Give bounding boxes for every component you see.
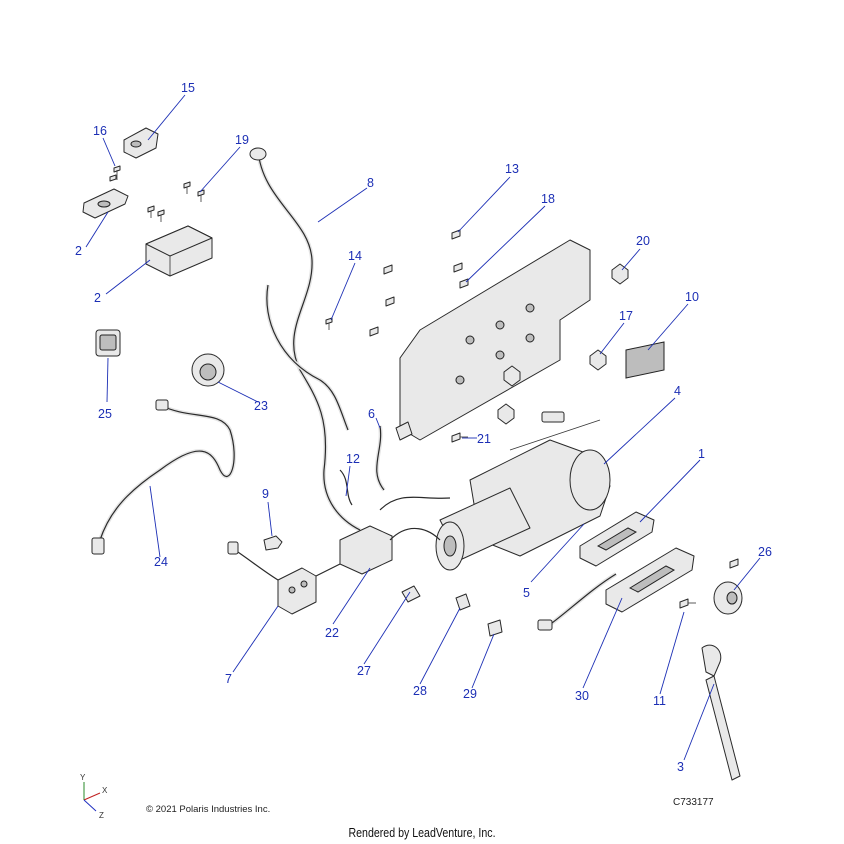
part-clip-9 <box>263 535 283 551</box>
callout-1: 1 <box>698 447 705 461</box>
part-clip-15 <box>123 127 159 159</box>
axis-y-label: Y <box>80 773 86 782</box>
callout-23: 23 <box>254 399 268 413</box>
axis-z-label: Z <box>99 811 104 820</box>
part-switch-25 <box>95 329 121 357</box>
callout-19: 19 <box>235 133 249 147</box>
part-knob-26 <box>713 558 743 615</box>
part-screw-16 <box>109 165 121 182</box>
callout-13: 13 <box>505 162 519 176</box>
part-control-box-2 <box>145 225 213 277</box>
callout-22: 22 <box>325 626 339 640</box>
callout-20: 20 <box>636 234 650 248</box>
callout-2-lower: 2 <box>94 291 101 305</box>
callout-29: 29 <box>463 687 477 701</box>
callout-24: 24 <box>154 555 168 569</box>
callout-18: 18 <box>541 192 555 206</box>
callout-25: 25 <box>98 407 112 421</box>
callout-30: 30 <box>575 689 589 703</box>
part-nut-20 <box>611 263 629 285</box>
part-nut <box>497 403 515 425</box>
part-clip-28 <box>455 593 471 611</box>
figure-id: C733177 <box>673 797 714 808</box>
line-art <box>82 127 743 781</box>
callout-9: 9 <box>262 487 269 501</box>
part-nut <box>503 365 521 387</box>
leader-lines <box>85 94 761 761</box>
part-harness-24 <box>91 399 237 555</box>
part-screw-19 <box>147 181 205 222</box>
part-bracket-1 <box>579 511 655 567</box>
callout-labels: 15 16 19 8 13 18 20 2 2 14 10 17 25 23 4… <box>75 81 772 774</box>
part-connector-6 <box>374 421 413 492</box>
callout-7: 7 <box>225 672 232 686</box>
callout-27: 27 <box>357 664 371 678</box>
callout-3: 3 <box>677 760 684 774</box>
part-plug-23 <box>191 353 225 387</box>
callout-26: 26 <box>758 545 772 559</box>
part-solenoid-22 <box>339 496 451 575</box>
part-cable-8 <box>249 147 361 532</box>
callout-11: 11 <box>653 694 666 708</box>
callout-28: 28 <box>413 684 427 698</box>
callout-16: 16 <box>93 124 107 138</box>
part-clip-29 <box>487 619 503 637</box>
part-nut-17 <box>589 349 607 371</box>
part-wire-12 <box>339 469 353 506</box>
callout-15: 15 <box>181 81 195 95</box>
part-label-10 <box>625 341 665 379</box>
copyright-text: © 2021 Polaris Industries Inc. <box>146 804 271 815</box>
rendered-by-text: Rendered by LeadVenture, Inc. <box>348 826 496 840</box>
part-fairlead-30 <box>537 547 695 631</box>
part-mount-2-upper <box>82 188 129 219</box>
part-winch-4 <box>435 411 611 571</box>
callout-4: 4 <box>674 384 681 398</box>
callout-14: 14 <box>348 249 362 263</box>
callout-6: 6 <box>368 407 375 421</box>
callout-12: 12 <box>346 452 360 466</box>
part-bolts-13-18 <box>369 229 469 337</box>
part-screw-14 <box>325 317 333 330</box>
callout-17: 17 <box>619 309 633 323</box>
part-screw-21 <box>451 432 468 443</box>
callout-5: 5 <box>523 586 530 600</box>
axis-x-label: X <box>102 786 108 795</box>
callout-10: 10 <box>685 290 699 304</box>
part-contactor-7 <box>227 541 341 615</box>
part-hook-strap-3 <box>701 644 741 781</box>
callout-2-upper: 2 <box>75 244 82 258</box>
axis-triad: Y X Z <box>80 773 108 820</box>
part-mounting-plate <box>399 239 591 441</box>
callout-8: 8 <box>367 176 374 190</box>
part-bolt-11 <box>679 598 696 609</box>
callout-21: 21 <box>477 432 491 446</box>
